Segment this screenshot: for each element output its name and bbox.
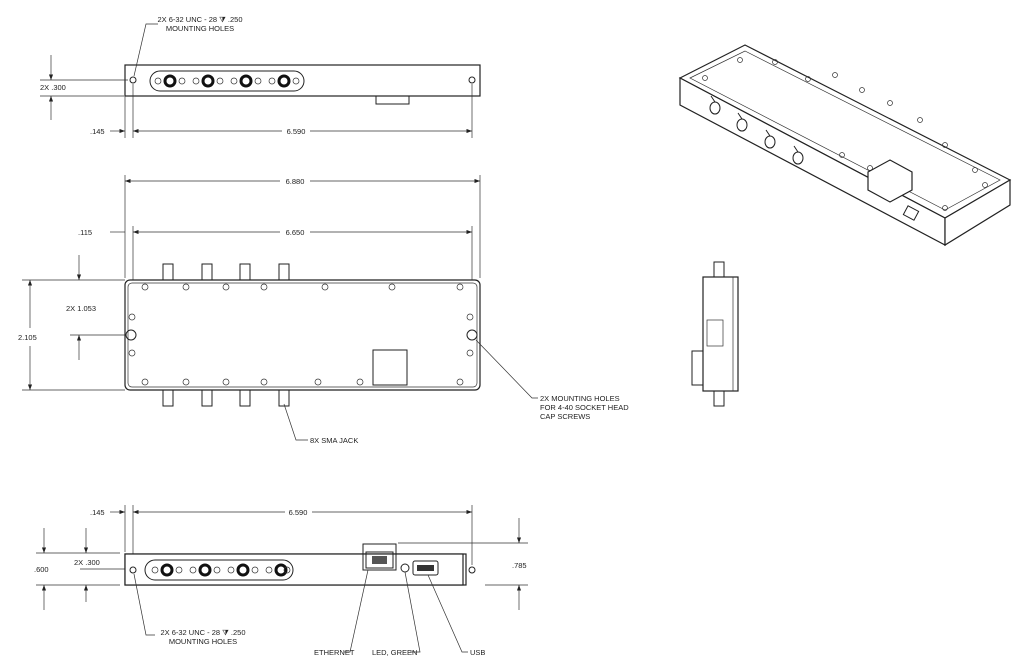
mounting-hole-left — [129, 76, 137, 84]
top-view: 2X 6-32 UNC - 28 ⧩ .250 MOUNTING HOLES 2… — [40, 15, 481, 138]
isometric-view — [678, 44, 1012, 247]
dim-hole-spacing: 6.590 — [289, 508, 308, 517]
mounting-hole-right — [468, 76, 476, 84]
sma-jacks — [162, 263, 290, 407]
usb-port-socket — [417, 565, 434, 571]
iso-sma-connectors — [709, 95, 804, 165]
hole-callout-leader — [133, 573, 155, 636]
iso-screws — [702, 57, 988, 211]
sma-callout-leader — [283, 403, 308, 441]
dim-overall-height: .785 — [512, 561, 527, 570]
dim-offset: .145 — [90, 508, 105, 517]
iso-lid-outline — [689, 50, 1001, 211]
iso-usb-port — [902, 205, 920, 221]
dim-hole-height: 2X .300 — [74, 558, 100, 567]
front-view: .145 6.590 .600 2X .300 .785 — [34, 505, 528, 657]
side-ethernet — [691, 350, 704, 386]
extension-lines — [124, 175, 481, 325]
extension-lines — [22, 279, 128, 391]
label-led: LED, GREEN — [372, 648, 417, 657]
mounting-hole-right — [466, 329, 478, 341]
dim-offset: .145 — [90, 127, 105, 136]
ethernet-port-housing — [372, 349, 408, 386]
dim-hole-spacing: 6.650 — [286, 228, 305, 237]
hole-callout-line2: MOUNTING HOLES — [166, 24, 234, 33]
iso-ethernet-block — [867, 159, 913, 203]
mount-callout-line1: 2X MOUNTING HOLES — [540, 394, 620, 403]
sma-connectors — [154, 74, 300, 88]
iso-side-face — [944, 178, 1011, 247]
extension-lines — [40, 79, 128, 97]
label-ethernet: ETHERNET — [314, 648, 355, 657]
side-internal-feature — [706, 319, 724, 347]
dim-overall-width: 2.105 — [18, 333, 37, 342]
side-sma-bottom — [713, 390, 725, 407]
mounting-hole-right — [468, 566, 476, 574]
mounting-hole-left — [125, 329, 137, 341]
connector-strip — [149, 70, 305, 92]
mount-callout-line2: FOR 4-40 SOCKET HEAD — [540, 403, 629, 412]
hole-callout-line1: 2X 6-32 UNC - 28 ⧩ .250 — [160, 628, 245, 637]
plan-view: 6.880 .115 6.650 2.105 2X 1.053 — [18, 175, 629, 445]
dim-height: 2X .300 — [40, 83, 66, 92]
dim-overall-length: 6.880 — [286, 177, 305, 186]
ethernet-tab — [375, 96, 410, 105]
sma-connectors — [151, 563, 291, 577]
led-leader — [404, 571, 421, 653]
hole-callout-line1: 2X 6-32 UNC - 28 ⧩ .250 — [157, 15, 242, 24]
hole-callout-leader — [133, 23, 158, 77]
side-view — [691, 261, 739, 407]
ethernet-port — [362, 543, 397, 571]
connector-strip — [144, 559, 294, 581]
usb-port — [412, 560, 439, 576]
dim-hole-spacing: 6.590 — [287, 127, 306, 136]
label-usb: USB — [470, 648, 485, 657]
dim-offset: .115 — [78, 228, 92, 237]
side-sma-top — [713, 261, 725, 278]
lid-screws — [128, 283, 474, 386]
sma-callout: 8X SMA JACK — [310, 436, 358, 445]
ethernet-leader — [344, 569, 369, 653]
mounting-hole-left — [129, 566, 137, 574]
hole-callout-line2: MOUNTING HOLES — [169, 637, 237, 646]
mount-callout-line3: CAP SCREWS — [540, 412, 590, 421]
usb-leader — [427, 574, 468, 653]
dim-half-width: 2X 1.053 — [66, 304, 96, 313]
mount-callout-leader — [475, 339, 538, 399]
enclosure-body — [124, 279, 481, 391]
dim-height: .600 — [34, 565, 49, 574]
extension-lines — [36, 552, 128, 586]
